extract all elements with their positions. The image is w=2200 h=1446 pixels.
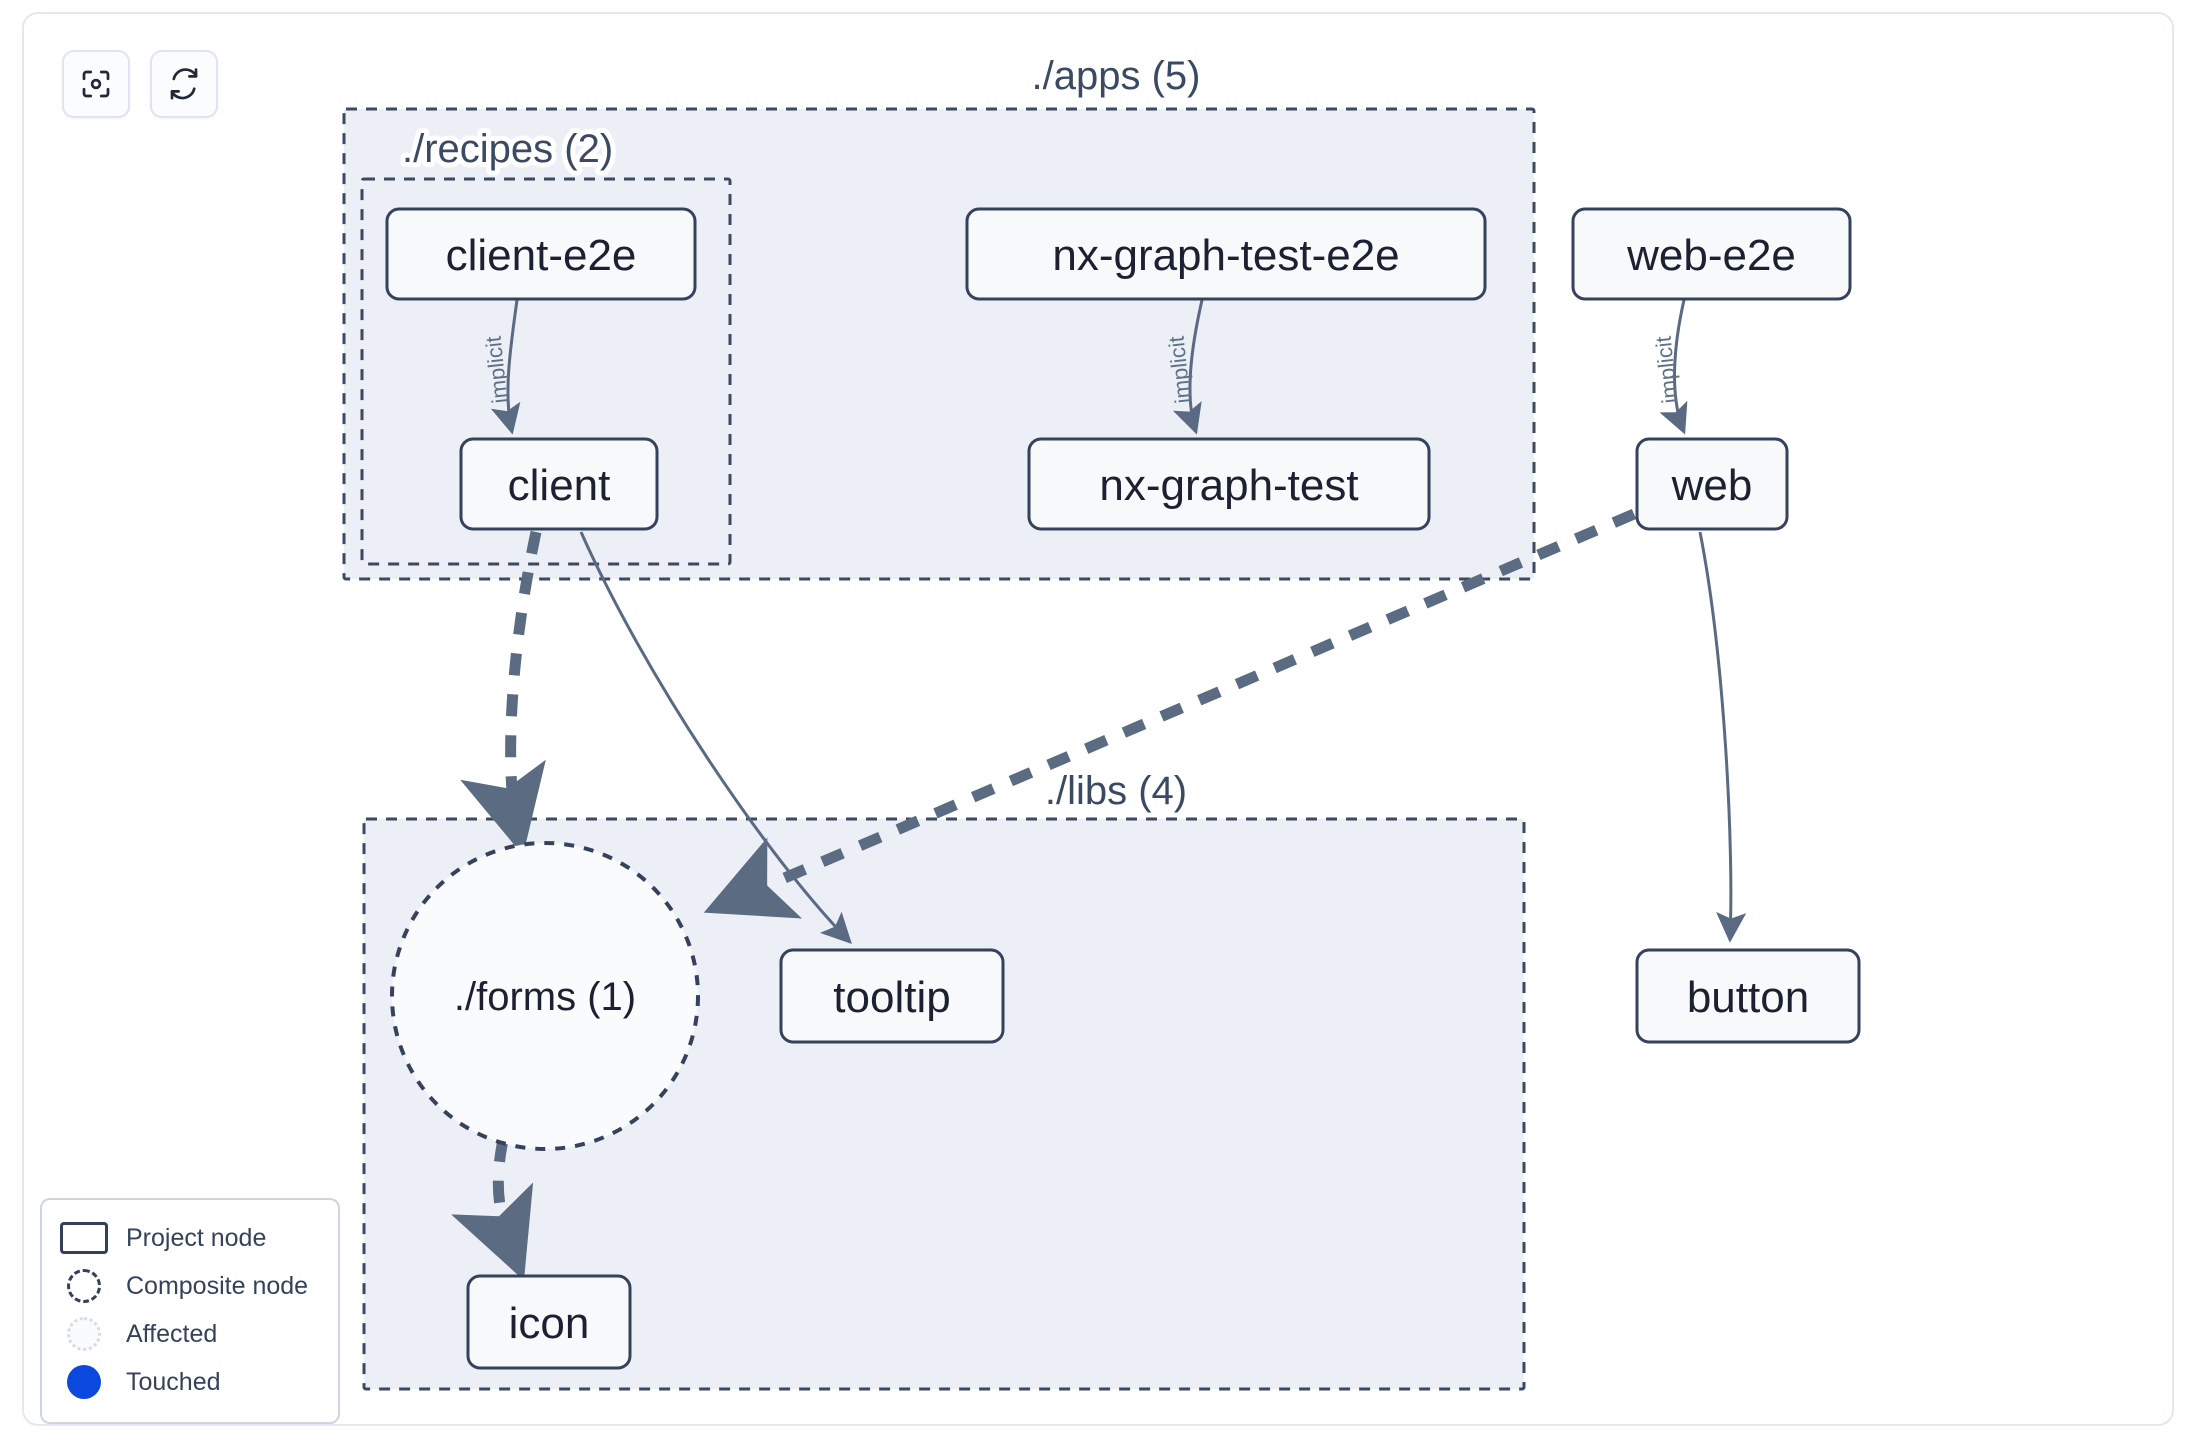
edge-web--button[interactable] [1698,531,1747,943]
node-client-e2e[interactable]: client-e2e [385,207,697,301]
node-label: client [508,461,611,510]
node-forms[interactable]: ./forms (1) [390,841,700,1151]
edge-web--forms[interactable] [703,508,1637,919]
node-tooltip[interactable]: tooltip [779,948,1005,1044]
legend-item: Composite node [58,1262,322,1310]
group-label-halo-apps: ./apps (5) [1032,54,1201,98]
composite-node-swatch-icon [58,1269,110,1303]
node-label: web [1671,461,1753,510]
graph-groups [342,107,1536,1391]
refresh-icon [166,66,202,102]
project-node-shape [1571,207,1852,301]
legend-item-label: Affected [126,1319,218,1348]
refresh-graph-button[interactable] [150,50,218,118]
node-label: button [1687,973,1809,1022]
edge-client--tooltip[interactable] [579,531,852,944]
legend-item-label: Project node [126,1223,267,1252]
focus-graph-button[interactable] [62,50,130,118]
project-node-shape [466,1274,632,1370]
project-node-shape [385,207,697,301]
node-label: tooltip [833,973,950,1022]
node-label: web-e2e [1626,231,1796,280]
node-label: icon [509,1299,590,1348]
node-label: nx-graph-test-e2e [1052,231,1399,280]
project-node-shape [1635,948,1861,1044]
edge-web-e2e--web[interactable] [1659,299,1688,435]
group-label-halo-libs: ./libs (4) [1045,769,1187,813]
project-node-shape [965,207,1487,301]
node-nx-graph-test-e2e[interactable]: nx-graph-test-e2e [965,207,1487,301]
legend-item-label: Composite node [126,1271,309,1300]
edge-forms--icon[interactable] [451,1138,534,1281]
legend-item-label: Touched [126,1367,221,1396]
node-label: ./forms (1) [454,975,636,1019]
composite-node-shape [390,841,700,1151]
project-node-shape [1635,437,1789,531]
group-label-recipes: ./recipes (2) [402,127,613,171]
node-client[interactable]: client [459,437,659,531]
affected-swatch-icon [58,1317,110,1351]
graph-nodes[interactable]: client-e2e nx-graph-test-e2e web-e2e client… [385,207,1861,1370]
group-label-apps: ./apps (5) [1032,54,1201,98]
graph-group-labels: ./apps (5)./apps (5)./recipes (2)./recip… [397,49,1205,818]
node-label: client-e2e [446,231,637,280]
group-label-halo-recipes: ./recipes (2) [402,127,613,171]
edge-client-e2e--client[interactable] [490,299,521,435]
focus-target-icon [78,66,114,102]
project-node-shape [1027,437,1431,531]
node-button[interactable]: button [1635,948,1861,1044]
touched-swatch-icon [58,1365,110,1399]
project-node-shape [459,437,659,531]
group-label-libs: ./libs (4) [1045,769,1187,813]
legend-item: Touched [58,1358,322,1406]
node-icon[interactable]: icon [466,1274,632,1370]
project-node-swatch-icon [58,1221,110,1255]
node-web[interactable]: web [1635,437,1789,531]
graph-toolbar[interactable] [62,50,218,118]
legend-item: Affected [58,1310,322,1358]
legend-item: Project node [58,1214,322,1262]
node-nx-graph-test[interactable]: nx-graph-test [1027,437,1431,531]
node-web-e2e[interactable]: web-e2e [1571,207,1852,301]
node-label: nx-graph-test [1099,461,1358,510]
edge-client--forms[interactable] [460,530,546,856]
project-node-shape [779,948,1005,1044]
graph-legend: Project node Composite node Affected Tou… [40,1198,340,1424]
edge-nx-graph-test-e2e--nx-graph-test[interactable] [1172,299,1204,435]
